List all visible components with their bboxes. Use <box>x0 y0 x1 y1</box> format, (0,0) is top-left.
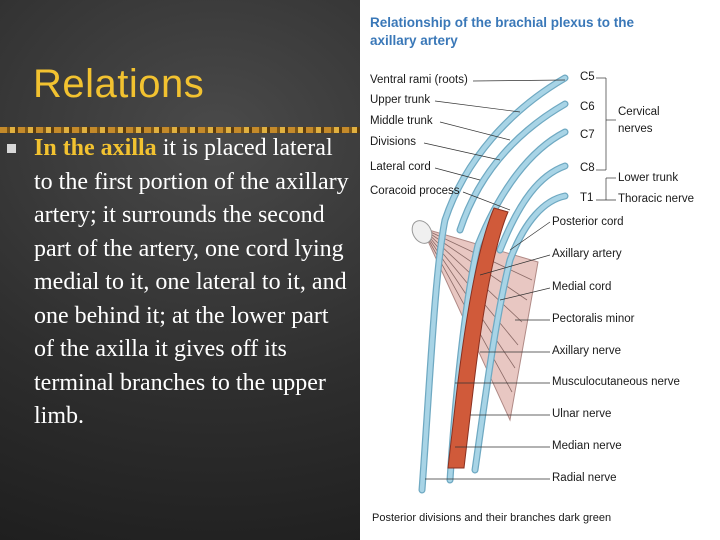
label-cervical-nerves: Cervical nerves <box>618 106 660 135</box>
label-c8: C8 <box>580 162 595 174</box>
coracoid-process <box>411 220 433 244</box>
label-medial-cord: Medial cord <box>552 281 612 293</box>
anatomy-figure: Relationship of the brachial plexus to t… <box>360 0 720 540</box>
title-divider <box>0 127 360 133</box>
label-radial-nerve: Radial nerve <box>552 472 617 484</box>
slide-title: Relations <box>33 62 205 106</box>
label-median-nerve: Median nerve <box>552 440 622 452</box>
label-middle-trunk: Middle trunk <box>370 115 433 127</box>
label-axillary-artery: Axillary artery <box>552 248 622 260</box>
label-ulnar-nerve: Ulnar nerve <box>552 408 612 420</box>
label-c6: C6 <box>580 101 595 113</box>
axillary-artery <box>447 207 509 469</box>
label-t1: T1 <box>580 192 594 204</box>
label-upper-trunk: Upper trunk <box>370 94 431 106</box>
bullet-lead: In the axilla <box>34 135 157 161</box>
figure-caption: Posterior divisions and their branches d… <box>372 512 612 524</box>
label-divisions: Divisions <box>370 136 417 148</box>
label-axillary-nerve: Axillary nerve <box>552 345 622 357</box>
label-ventral-rami: Ventral rami (roots) <box>370 74 468 86</box>
label-pectoralis-minor: Pectoralis minor <box>552 313 635 325</box>
label-posterior-cord: Posterior cord <box>552 216 624 228</box>
bullet-marker <box>7 144 16 153</box>
label-lateral-cord: Lateral cord <box>370 161 431 173</box>
bullet-text: In the axilla it is placed lateral to th… <box>34 132 350 434</box>
label-thoracic-nerve: Thoracic nerve <box>618 193 695 205</box>
bullet-rest: it is placed lateral to the first portio… <box>34 135 349 429</box>
figure-title: Relationship of the brachial plexus to t… <box>370 15 635 48</box>
label-musculocutaneous-nerve: Musculocutaneous nerve <box>552 376 680 388</box>
label-c5: C5 <box>580 71 595 83</box>
label-c7: C7 <box>580 129 595 141</box>
label-coracoid-process: Coracoid process <box>370 185 460 197</box>
plexus-diagram <box>411 74 616 494</box>
label-lower-trunk: Lower trunk <box>618 172 679 184</box>
